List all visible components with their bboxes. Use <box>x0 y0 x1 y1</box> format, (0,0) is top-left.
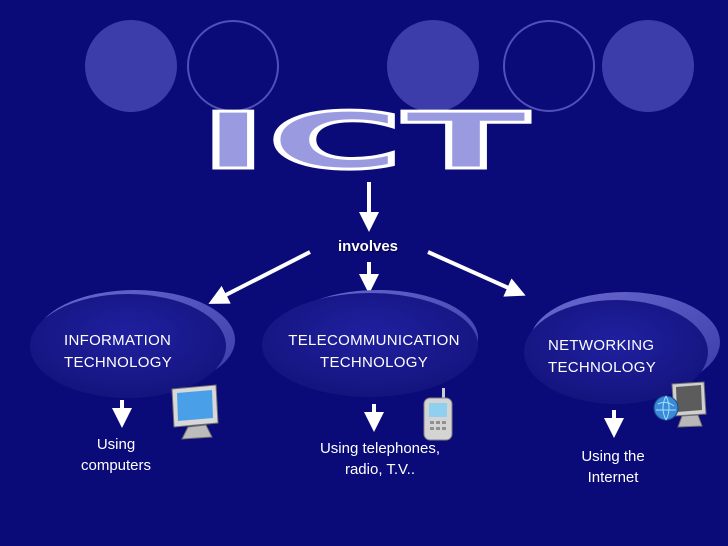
computer-monitor-icon <box>171 384 219 440</box>
caption-internet: Using the Internet <box>581 448 645 486</box>
decor-circle-2 <box>187 20 279 112</box>
caption-computers: Using computers <box>80 436 152 474</box>
node-telecommunication-technology <box>262 290 478 397</box>
node-networking-technology <box>524 292 720 404</box>
decor-circle-4 <box>503 20 595 112</box>
caption-telephones: Using telephones, radio, T.V.. <box>319 440 441 478</box>
decor-circle-5 <box>602 20 694 112</box>
diagram-title: ICT <box>199 97 529 187</box>
arrow-to-networking <box>427 250 526 297</box>
node-information-technology <box>30 290 235 398</box>
node-label-networking: NETWORKING TECHNOLOGY <box>548 337 657 376</box>
arrow-to-information <box>208 250 311 304</box>
node-label-information: INFORMATION TECHNOLOGY <box>64 332 173 371</box>
mobile-phone-icon <box>423 388 453 441</box>
connector-label: involves <box>337 238 399 255</box>
decor-circle-3 <box>387 20 479 112</box>
node-label-telecommunication: TELECOMMUNICATION TECHNOLOGY <box>288 332 460 371</box>
decor-circle-1 <box>85 20 177 112</box>
globe-computer-icon <box>653 381 707 428</box>
